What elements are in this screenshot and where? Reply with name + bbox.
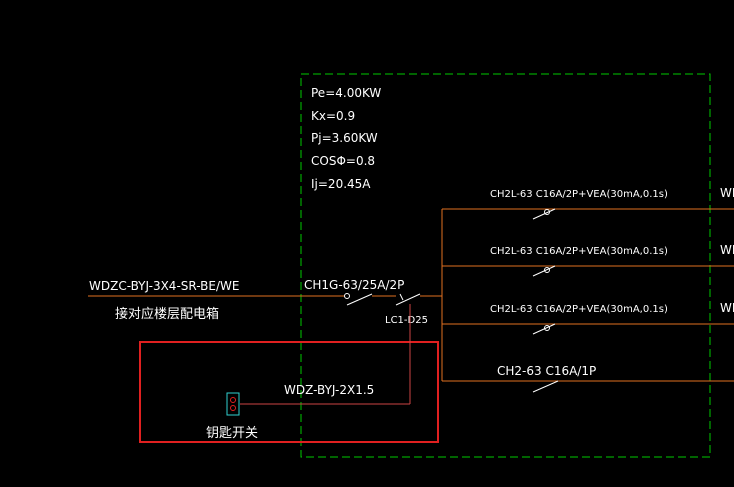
param-kx: Kx=0.9 (311, 109, 355, 123)
param-cos: COSΦ=0.8 (311, 154, 375, 168)
param-ij: Ij=20.45A (311, 177, 371, 191)
branch-breaker-blade-4 (532, 380, 559, 393)
contactor-tick (399, 293, 404, 301)
key-switch-icon (226, 392, 240, 416)
branch-breaker-blade-1 (532, 208, 556, 220)
control-wire-label: WDZ-BYJ-2X1.5 (284, 383, 374, 397)
branch-breaker-label-3: CH2L-63 C16A/2P+VEA(30mA,0.1s) (490, 304, 668, 315)
branch-breaker-label-2: CH2L-63 C16A/2P+VEA(30mA,0.1s) (490, 246, 668, 257)
main-breaker-contact-icon (344, 293, 350, 299)
branch-breaker-blade-3 (532, 323, 556, 335)
incoming-cable-label: WDZC-BYJ-3X4-SR-BE/WE (89, 279, 239, 293)
highlight-box (139, 341, 439, 443)
branch-breaker-label-1: CH2L-63 C16A/2P+VEA(30mA,0.1s) (490, 189, 668, 200)
branch-breaker-contact-icon-2 (544, 267, 550, 273)
branch-out-label-2: WD (720, 243, 734, 257)
branch-breaker-contact-icon-1 (544, 209, 550, 215)
branch-breaker-blade-2 (532, 265, 556, 277)
main-breaker-label: CH1G-63/25A/2P (304, 278, 404, 292)
incoming-note: 接对应楼层配电箱 (115, 306, 219, 322)
contactor-blade (395, 293, 421, 306)
contactor-label: LC1-D25 (385, 315, 428, 326)
param-pe: Pe=4.00KW (311, 86, 381, 100)
branch-breaker-contact-icon-3 (544, 325, 550, 331)
branch-breaker-label-4: CH2-63 C16A/1P (497, 364, 596, 378)
param-pj: Pj=3.60KW (311, 131, 378, 145)
key-switch-label: 钥匙开关 (206, 426, 258, 441)
branch-out-label-1: WD (720, 186, 734, 200)
main-breaker-blade (346, 293, 373, 306)
branch-out-label-3: WD (720, 301, 734, 315)
